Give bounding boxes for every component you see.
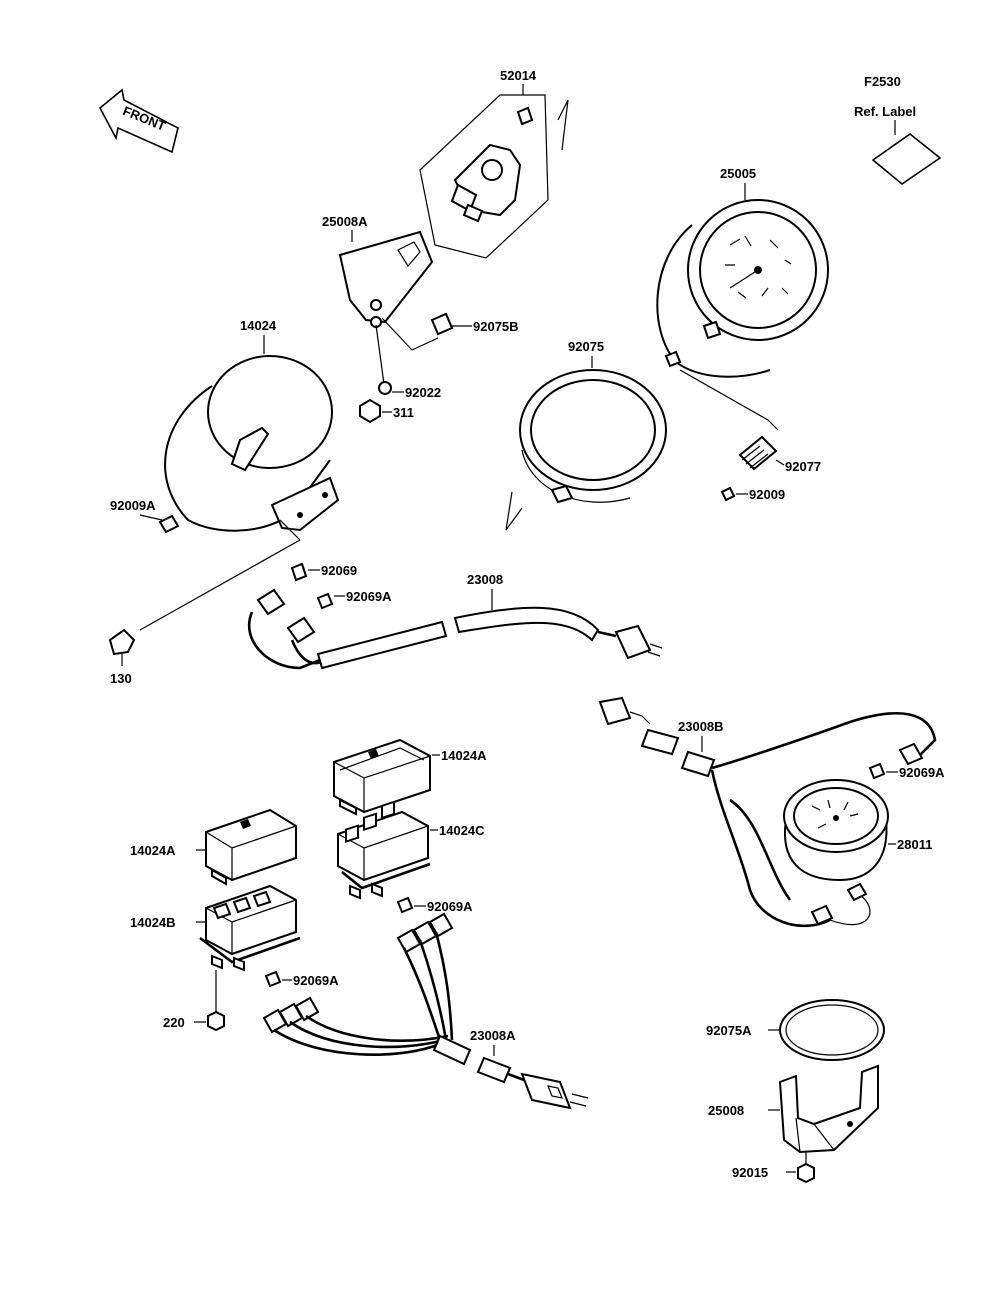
part-23008B-group: 23008B 92069A 28011 <box>598 696 945 928</box>
label-92075: 92075 <box>568 339 604 354</box>
label-92077: 92077 <box>785 459 821 474</box>
lower-right-parts-group: 92075A 25008 92015 <box>706 999 885 1184</box>
label-92069: 92069 <box>321 563 357 578</box>
label-23008: 23008 <box>467 572 503 587</box>
label-28011: 28011 <box>897 837 932 852</box>
label-92069A-1: 92069A <box>346 589 392 604</box>
label-25008A: 25008A <box>322 214 368 229</box>
label-220: 220 <box>163 1015 185 1030</box>
label-92075A: 92075A <box>706 1023 752 1038</box>
label-92009A: 92009A <box>110 498 156 513</box>
label-92069A-3: 92069A <box>427 899 473 914</box>
ref-label-sticker <box>871 133 942 186</box>
part-23008-group: 92069 92069A 23008 <box>247 562 663 670</box>
front-arrow: FRONT <box>98 88 179 154</box>
label-92015: 92015 <box>732 1165 768 1180</box>
label-25008: 25008 <box>708 1103 744 1118</box>
indicator-box-group: 14024A 14024C 14024A 14024B 22 <box>130 738 487 1032</box>
diagram-code: F2530 <box>864 74 901 89</box>
label-311: 311 <box>393 405 414 420</box>
label-23008B: 23008B <box>678 719 724 734</box>
ref-label-group: F2530 Ref. Label <box>854 74 942 186</box>
front-text: FRONT <box>121 103 168 134</box>
label-23008A: 23008A <box>470 1028 516 1043</box>
label-14024A-1: 14024A <box>441 748 487 763</box>
label-92022: 92022 <box>405 385 441 400</box>
part-25008A-group: 25008A 92075B 92022 311 <box>322 214 519 424</box>
label-92009: 92009 <box>749 487 785 502</box>
label-14024B: 14024B <box>130 915 176 930</box>
ref-label-text: Ref. Label <box>854 104 916 119</box>
part-92075-group: 92075 <box>505 339 667 531</box>
part-52014-group: 52014 <box>419 68 569 259</box>
label-92069A-2: 92069A <box>899 765 945 780</box>
part-25005-group: 25005 92077 92009 <box>656 166 829 502</box>
gauge-dial-icon <box>811 799 859 829</box>
label-92075B: 92075B <box>473 319 519 334</box>
label-14024: 14024 <box>240 318 277 333</box>
label-25005: 25005 <box>720 166 756 181</box>
part-14024-group: 14024 92009A 130 <box>108 318 340 686</box>
part-23008A-group: 92069A 92069A 23008A <box>262 896 589 1110</box>
speedometer-dial-icon <box>725 235 792 299</box>
label-92069A-4: 92069A <box>293 973 339 988</box>
label-14024C: 14024C <box>439 823 485 838</box>
label-14024A-2: 14024A <box>130 843 176 858</box>
label-52014: 52014 <box>500 68 537 83</box>
label-130: 130 <box>110 671 132 686</box>
